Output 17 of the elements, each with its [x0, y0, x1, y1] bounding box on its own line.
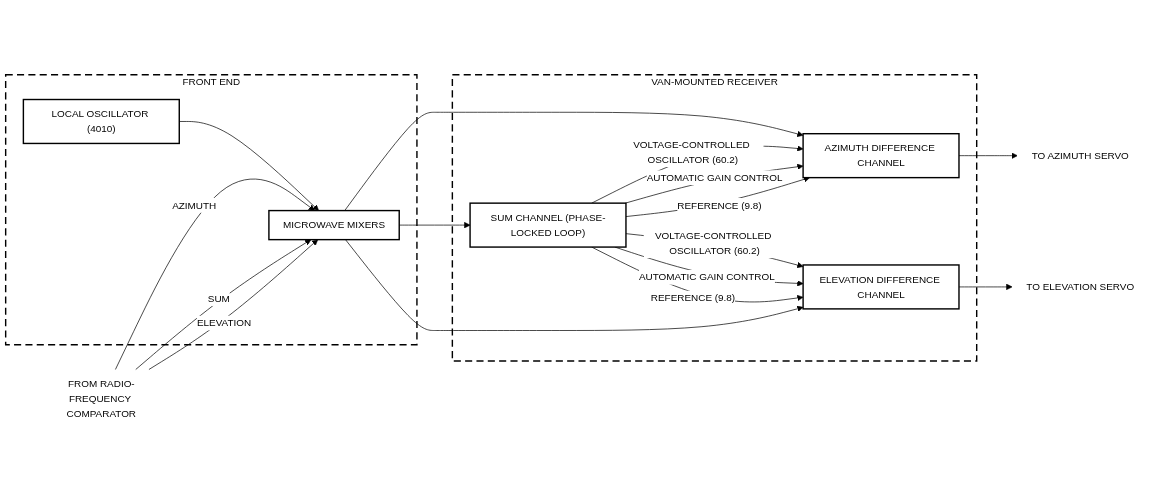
- node-box: LOCAL OSCILLATOR (4010): [22, 98, 180, 145]
- node-text: TO ELEVATION SERVO: [1026, 280, 1135, 293]
- node-box: AZIMUTH DIFFERENCE CHANNEL: [802, 133, 960, 179]
- edge-label: VOLTAGE-CONTROLLED OSCILLATOR (60.2): [633, 138, 750, 165]
- edge-label: REFERENCE (9.8): [677, 199, 762, 211]
- edge-label: SUM: [207, 292, 230, 304]
- edge-label: AUTOMATIC GAIN CONTROL: [638, 271, 775, 283]
- edge-label: AZIMUTH: [172, 199, 217, 211]
- node-box: MICROWAVE MIXERS: [268, 209, 400, 241]
- edge-label: REFERENCE (9.8): [650, 292, 736, 304]
- edge-label: ELEVATION: [196, 317, 252, 329]
- edge-label: AUTOMATIC GAIN CONTROL: [646, 171, 783, 184]
- node-box: ELEVATION DIFFERENCE CHANNEL: [802, 264, 960, 310]
- node-text: TO AZIMUTH SERVO: [1031, 149, 1129, 161]
- node-box: SUM CHANNEL (PHASE-LOCKED LOOP): [469, 202, 627, 248]
- node-text: FROM RADIO-FREQUENCY COMPARATOR: [66, 377, 137, 420]
- edge-label: VOLTAGE-CONTROLLED OSCILLATOR (60.2): [654, 229, 772, 257]
